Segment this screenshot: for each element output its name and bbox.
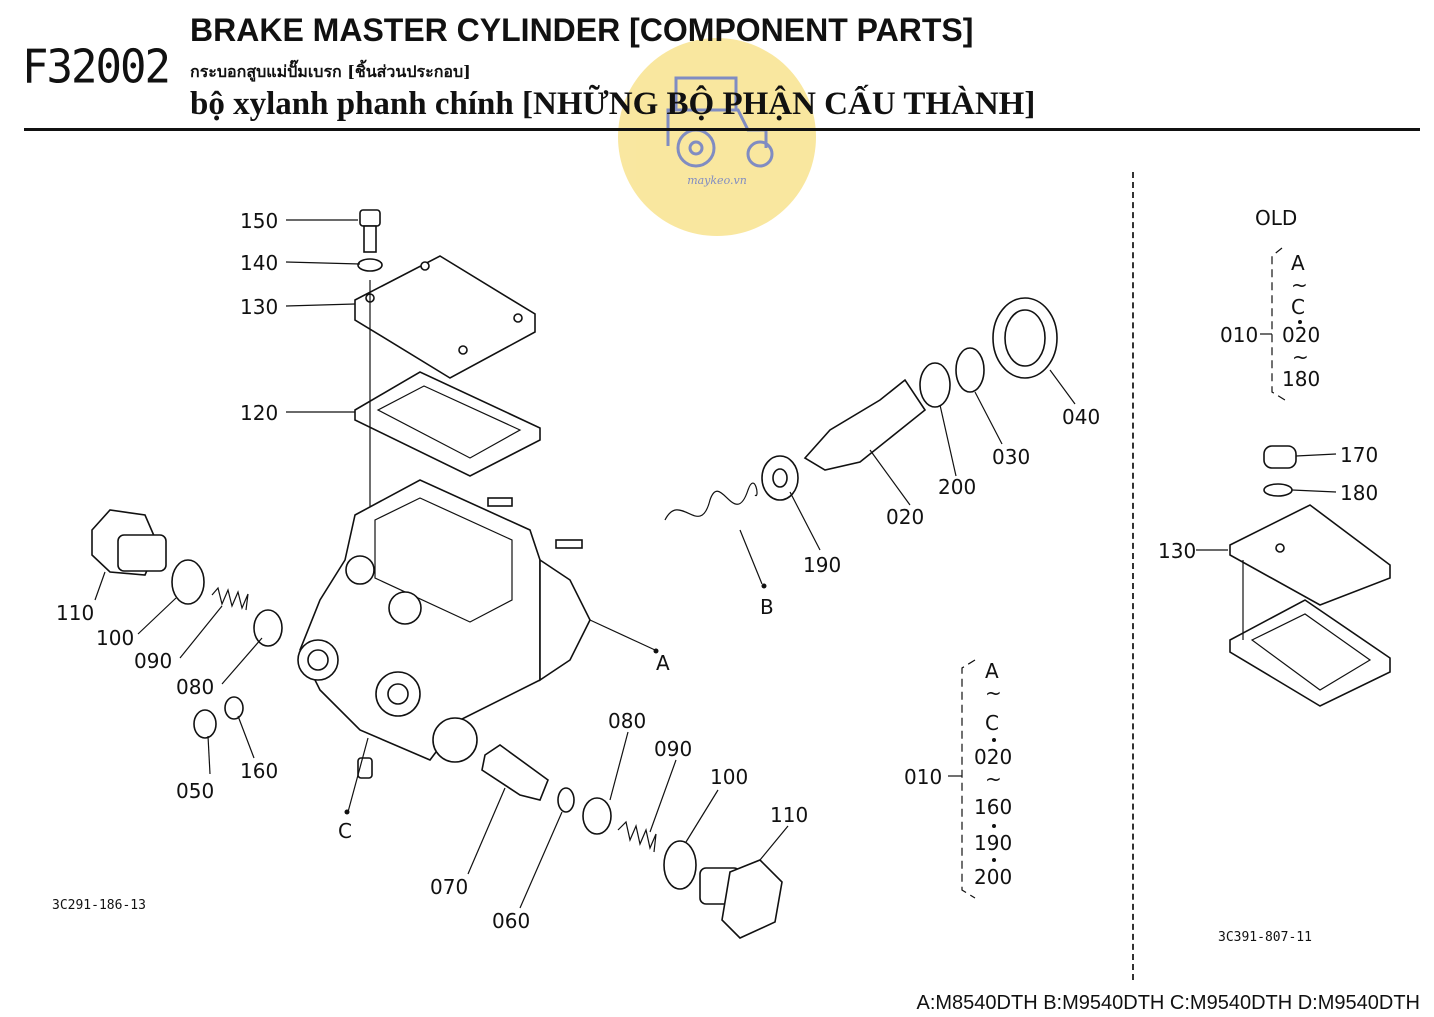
o-ring-060 [557, 787, 575, 813]
watermark-text: maykeo.vn [687, 174, 747, 187]
group-item-tilde: ~ [985, 681, 1002, 705]
callout-020: 020 [886, 505, 924, 529]
plug-110 [699, 859, 783, 939]
header-rule [24, 128, 1420, 131]
spring-090 [617, 820, 657, 853]
title-english: BRAKE MASTER CYLINDER [COMPONENT PARTS] [190, 12, 974, 48]
callout-170: 170 [1340, 443, 1378, 467]
old-group-item-tilde: ~ [1291, 273, 1308, 297]
spring-b [664, 482, 758, 521]
old-gasket [1229, 599, 1391, 707]
callout-100: 100 [96, 626, 134, 650]
group-item-020: 020 [974, 745, 1012, 769]
callout-labels: 150 140 130 120 110 100 090 080 050 160 … [56, 209, 1378, 933]
old-group-item-a: A [1291, 251, 1305, 275]
right-figure-ref: 3C391-807-11 [1218, 930, 1312, 945]
group-bracket [961, 659, 976, 899]
old-cap-170 [1263, 445, 1297, 497]
title-vietnamese: bộ xylanh phanh chính [NHỮNG BỘ PHẬN CẤU… [190, 86, 1036, 122]
callout-110: 110 [56, 601, 94, 625]
group-item-200: 200 [974, 865, 1012, 889]
old-group-item-180: 180 [1282, 367, 1320, 391]
callout-030: 030 [992, 445, 1030, 469]
point-a [653, 648, 659, 654]
title-thai: กระบอกสูบแม่ปั๊มเบรก [ชิ้นส่วนประกอบ] [190, 62, 471, 81]
figure-code: F32002 [22, 40, 171, 95]
callout-130: 130 [240, 295, 278, 319]
group-item-c: C [985, 711, 999, 735]
group-item-tilde-2: ~ [985, 767, 1002, 791]
gasket [354, 371, 541, 477]
bleeder-050 [193, 709, 217, 739]
old-cover-plate [1229, 504, 1391, 606]
callout-050: 050 [176, 779, 214, 803]
spring-left [211, 586, 249, 611]
washer-080 [582, 797, 612, 835]
callout-a: A [656, 651, 670, 675]
old-group-item-c: C [1291, 295, 1305, 319]
model-footnote: A:M8540DTH B:M9540DTH C:M9540DTH D:M9540… [916, 992, 1421, 1014]
group-label: 010 [904, 765, 942, 789]
o-ring-100 [663, 840, 697, 890]
circlip-030 [955, 347, 985, 393]
callout-120: 120 [240, 401, 278, 425]
old-label: OLD [1255, 206, 1298, 230]
figure-divider [1132, 172, 1134, 980]
cup-200 [919, 362, 951, 408]
washer-left [253, 609, 283, 647]
cover-plate [354, 255, 536, 379]
group-item-a: A [985, 659, 999, 683]
point-c [344, 809, 350, 815]
callout-140: 140 [240, 251, 278, 275]
maykeo-watermark: maykeo.vn [618, 38, 816, 236]
callout-160: 160 [240, 759, 278, 783]
callout-c: C [338, 819, 352, 843]
boot-040 [992, 297, 1058, 379]
callout-110-lower: 110 [770, 803, 808, 827]
callout-b: B [760, 595, 774, 619]
seal-190 [761, 455, 799, 501]
left-figure-ref: 3C291-186-13 [52, 898, 146, 913]
callout-200: 200 [938, 475, 976, 499]
old-group-bracket [1271, 247, 1286, 401]
valve-070 [481, 744, 549, 801]
callout-090: 090 [134, 649, 172, 673]
callout-080-lower: 080 [608, 709, 646, 733]
callout-060: 060 [492, 909, 530, 933]
old-group-label: 010 [1220, 323, 1258, 347]
callout-150: 150 [240, 209, 278, 233]
group-item-190: 190 [974, 831, 1012, 855]
group-dots [992, 320, 1302, 862]
callout-180: 180 [1340, 481, 1378, 505]
piston-020 [803, 378, 927, 471]
callout-080: 080 [176, 675, 214, 699]
callout-090-lower: 090 [654, 737, 692, 761]
old-group-item-020: 020 [1282, 323, 1320, 347]
callout-190: 190 [803, 553, 841, 577]
group-item-160: 160 [974, 795, 1012, 819]
callout-100-lower: 100 [710, 765, 748, 789]
callout-130-old: 130 [1158, 539, 1196, 563]
master-cylinder-housing [297, 479, 591, 763]
bolt [357, 209, 383, 272]
o-ring-left [171, 559, 205, 605]
seat-160 [224, 696, 244, 720]
plug-left [91, 509, 167, 576]
callout-040: 040 [1062, 405, 1100, 429]
callout-070: 070 [430, 875, 468, 899]
old-group-item-tilde-2: ~ [1292, 345, 1309, 369]
point-b [761, 583, 767, 589]
leaders [94, 219, 1337, 909]
